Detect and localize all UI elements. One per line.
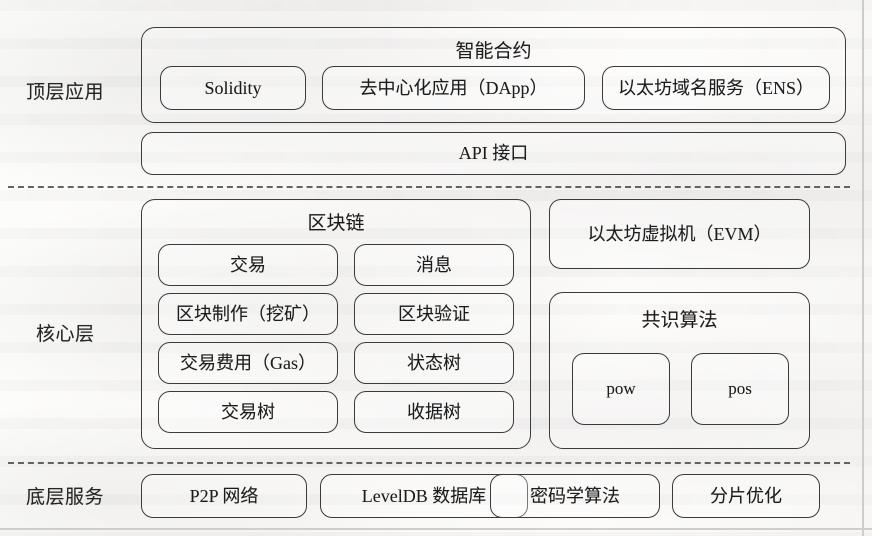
node-transaction[interactable]: 交易 xyxy=(158,244,338,286)
node-solidity[interactable]: Solidity xyxy=(160,66,306,110)
group-blockchain: 区块链 交易 消息 区块制作（挖矿） 区块验证 交易费用（Gas） 状态树 交易… xyxy=(141,199,531,449)
node-api-interface[interactable]: API 接口 xyxy=(141,132,846,175)
node-evm[interactable]: 以太坊虚拟机（EVM） xyxy=(549,199,810,269)
node-sharding-optimization[interactable]: 分片优化 xyxy=(672,474,820,518)
group-consensus: 共识算法 pow pos xyxy=(549,292,810,449)
group-title-smart-contract: 智能合约 xyxy=(455,41,532,62)
layer-label-top-application: 顶层应用 xyxy=(26,82,105,103)
divider-core-bottom xyxy=(8,462,850,464)
node-pow[interactable]: pow xyxy=(572,353,670,425)
layer-label-bottom-service: 底层服务 xyxy=(26,487,105,508)
node-message[interactable]: 消息 xyxy=(354,244,514,286)
node-p2p-network[interactable]: P2P 网络 xyxy=(141,474,307,518)
divider-application-core xyxy=(8,186,850,188)
scan-edge-right xyxy=(862,0,864,536)
node-block-validation[interactable]: 区块验证 xyxy=(354,293,514,335)
node-state-tree[interactable]: 状态树 xyxy=(354,342,514,384)
group-smart-contract: 智能合约 Solidity 去中心化应用（DApp） 以太坊域名服务（ENS） xyxy=(141,27,846,123)
group-title-blockchain: 区块链 xyxy=(307,213,365,234)
scan-edge-bottom xyxy=(0,528,872,530)
node-ens[interactable]: 以太坊域名服务（ENS） xyxy=(602,66,830,110)
node-receipt-tree[interactable]: 收据树 xyxy=(354,391,514,433)
node-pos[interactable]: pos xyxy=(691,353,789,425)
node-gas-fee[interactable]: 交易费用（Gas） xyxy=(158,342,338,384)
node-dapp[interactable]: 去中心化应用（DApp） xyxy=(322,66,585,110)
node-crypto-algorithm[interactable]: 密码学算法 xyxy=(490,474,660,518)
node-block-creation[interactable]: 区块制作（挖矿） xyxy=(158,293,338,335)
layer-label-core: 核心层 xyxy=(36,324,95,345)
group-title-consensus: 共识算法 xyxy=(641,310,718,331)
node-transaction-tree[interactable]: 交易树 xyxy=(158,391,338,433)
